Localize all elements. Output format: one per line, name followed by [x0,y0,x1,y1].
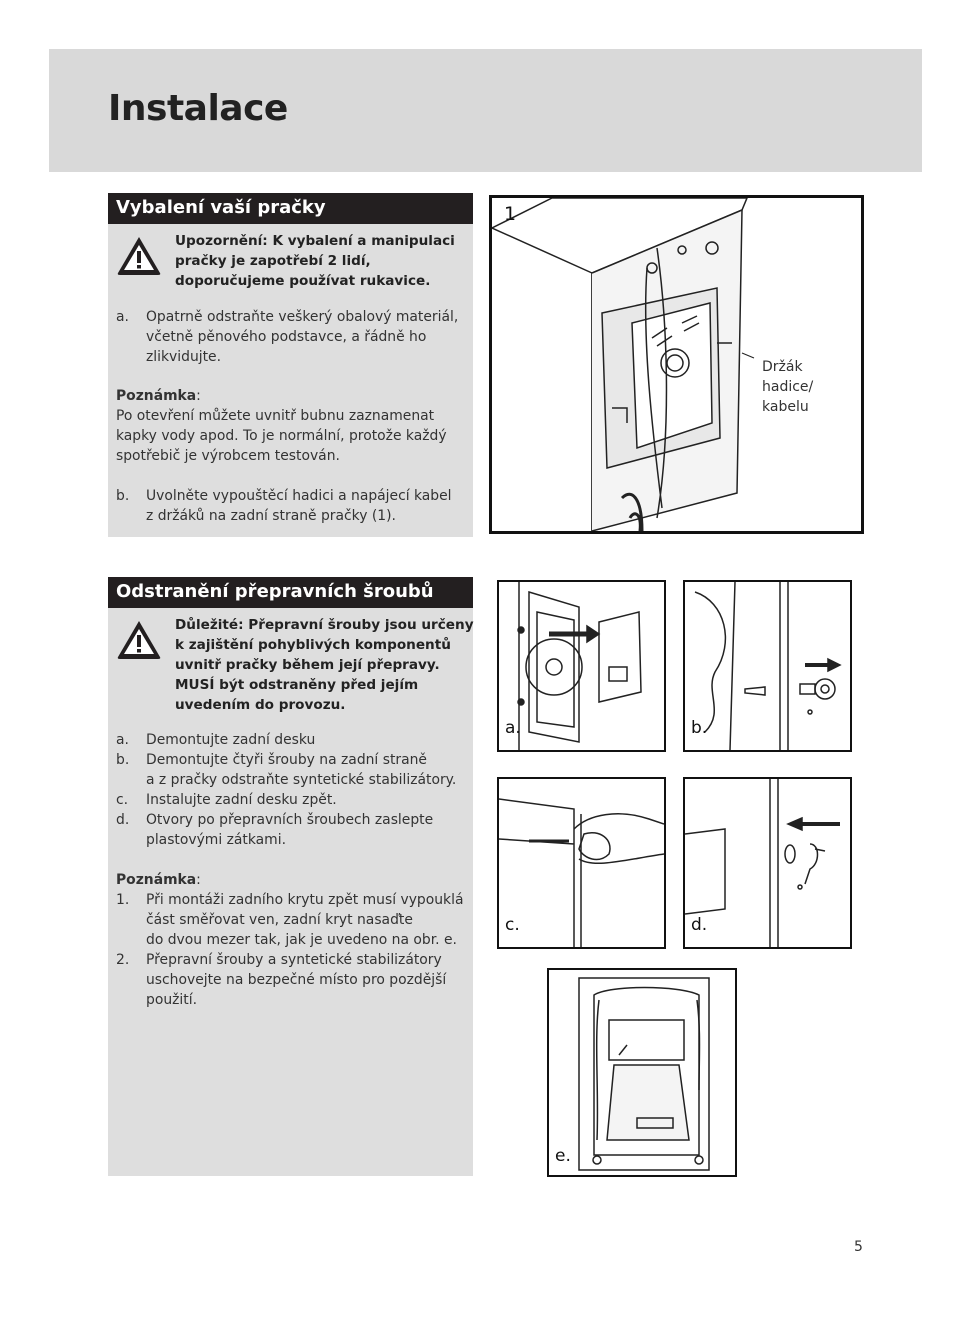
step-line: Otvory po přepravních šroubech zaslepte [146,812,434,828]
note-line: Při montáži zadního krytu zpět musí vypo… [146,892,464,908]
section-heading: Odstranění přepravních šroubů [108,577,473,608]
step-line: plastovými zátkami. [146,832,286,848]
step-label: b. [116,752,130,768]
warning-line: Upozornění: K vybalení a manipulaci [175,233,455,249]
figure-d-illustration [685,779,840,947]
header-band [49,49,922,172]
step-line: Demontujte čtyři šrouby na zadní straně [146,752,427,768]
figure-e-back-cover-fitted: e. [547,968,737,1177]
step-line: zlikvidujte. [146,349,222,365]
warning-text: Důležité: Přepravní šrouby jsou určeny k… [175,615,474,715]
figure-1-washer-back: 1 Držák hadice/ kabelu [489,195,864,534]
note-line: Přepravní šrouby a syntetické stabilizát… [146,952,442,968]
note: Poznámka: 1. Při montáži zadního krytu z… [116,870,463,1010]
figure-label: e. [555,1146,571,1166]
step-label: c. [116,792,129,808]
step-label: d. [116,812,130,828]
warning-icon [117,621,161,659]
note-title: Poznámka [116,872,197,888]
step-line: z držáků na zadní straně pračky (1). [146,508,396,524]
callout-line: kabelu [762,399,809,415]
warning-line: pračky je zapotřebí 2 lidí, [175,253,371,269]
step-line: včetně pěnového podstavce, a řádně ho [146,329,427,345]
step-label: a. [116,309,129,325]
step-a: a. Opatrně odstraňte veškerý obalový mat… [116,307,458,367]
warning-line: MUSÍ být odstraněny před jejím [175,677,419,693]
figure-label: d. [691,915,708,935]
page-title: Instalace [108,88,288,129]
section-heading: Vybalení vaší pračky [108,193,473,224]
callout-hose-cable-holder: Držák hadice/ kabelu [762,357,813,417]
figure-e-illustration [578,977,710,1171]
note-line: do dvou mezer tak, jak je uvedeno na obr… [146,932,457,948]
note-line: spotřebič je výrobcem testován. [116,448,340,464]
warning-text: Upozornění: K vybalení a manipulaci prač… [175,231,455,291]
warning-line: uvedením do provozu. [175,697,346,713]
warning-line: Důležité: Přepravní šrouby jsou určeny [175,617,474,633]
note-colon: : [196,872,201,888]
warning-line: doporučujeme používat rukavice. [175,273,431,289]
step-line: Uvolněte vypouštěcí hadici a napájecí ka… [146,488,452,504]
callout-line: hadice/ [762,379,814,395]
note-line: Po otevření můžete uvnitř bubnu zaznamen… [116,408,435,424]
figure-number: 1 [504,203,517,225]
figure-label: b. [691,718,708,738]
step-line: a z pračky odstraňte syntetické stabiliz… [146,772,457,788]
step-label: a. [116,732,129,748]
warning-line: uvnitř pračky během její přepravy. [175,657,440,673]
note-label: 2. [116,952,130,968]
note-title: Poznámka [116,388,197,404]
warning-icon [117,237,161,275]
figure-c-reinstall-back-panel: c. [497,777,666,949]
page-number: 5 [854,1239,863,1255]
figure-b-illustration [694,582,842,750]
note-line: část směřovat ven, zadní kryt nasaďte [146,912,413,928]
step-line: Demontujte zadní desku [146,732,316,748]
figure-label: c. [505,915,520,935]
figure-a-illustration [517,582,642,750]
note-line: uschovejte na bezpečné místo pro pozdějš… [146,972,447,988]
warning-line: k zajištění pohyblivých komponentů [175,637,451,653]
note-label: 1. [116,892,130,908]
step-line: Opatrně odstraňte veškerý obalový materi… [146,309,459,325]
section-unpacking: Vybalení vaší pračky Upozornění: K vybal… [108,193,473,537]
step-b: b. Uvolněte vypouštěcí hadici a napájecí… [116,486,452,526]
note-colon: : [196,388,201,404]
step-label: b. [116,488,130,504]
washer-back-illustration [492,198,755,531]
step-line: Instalujte zadní desku zpět. [146,792,337,808]
note-line: kapky vody apod. To je normální, protože… [116,428,447,444]
figure-c-illustration [499,798,664,947]
steps-list: a. Demontujte zadní desku b. Demontujte čt… [116,730,456,850]
figure-b-remove-bolts: b. [683,580,852,752]
section-transport-bolts: Odstranění přepravních šroubů Důležité: … [108,577,474,1176]
figure-a-remove-back-panel: a. [497,580,666,752]
figure-label: a. [505,718,521,738]
figure-d-insert-plugs: d. [683,777,852,949]
callout-line: Držák [762,359,803,375]
note: Poznámka: Po otevření můžete uvnitř bubn… [116,386,447,466]
note-line: použití. [146,992,197,1008]
